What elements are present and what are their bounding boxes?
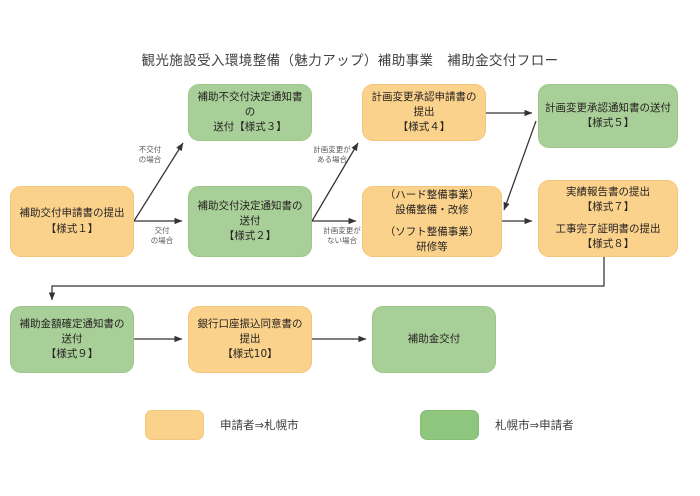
node-label: 補助金交付 bbox=[407, 332, 461, 345]
node-subsidy-payment[interactable]: 補助金交付 bbox=[372, 306, 496, 373]
node-grant-amount-confirmation-notice-9[interactable]: 補助金額確定通知書の送付【様式９】 bbox=[10, 306, 134, 373]
node-label: 計画変更承認申請書の提出【様式４】 bbox=[371, 90, 477, 134]
node-label: 実績報告書の提出【様式７】工事完了証明書の提出【様式８】 bbox=[555, 185, 661, 251]
edge-label-plan-change-no: 計画変更が ない場合 bbox=[323, 226, 361, 246]
edge-n78-to-n9 bbox=[48, 257, 605, 301]
node-label: 補助交付決定通知書の送付【様式２】 bbox=[197, 199, 303, 243]
node-plan-change-approval-request-4[interactable]: 計画変更承認申請書の提出【様式４】 bbox=[362, 84, 486, 141]
node-non-grant-decision-notice-3[interactable]: 補助不交付決定通知書の送付【様式３】 bbox=[188, 84, 312, 141]
edge-n5-to-work bbox=[503, 120, 537, 211]
edge-label-plan-change-yes: 計画変更が ある場合 bbox=[313, 145, 351, 165]
node-performance-report-7-8[interactable]: 実績報告書の提出【様式７】工事完了証明書の提出【様式８】 bbox=[538, 180, 678, 257]
legend-label-applicant-to-city: 申請者⇒札幌市 bbox=[220, 418, 299, 432]
node-label: 銀行口座振込同意書の提出【様式10】 bbox=[197, 317, 303, 361]
edge-label-not-granted: 不交付 の場合 bbox=[138, 145, 162, 165]
node-project-implementation[interactable]: （ハード整備事業）設備整備・改修（ソフト整備事業）研修等 bbox=[362, 186, 502, 257]
legend-applicant-to-city: 申請者⇒札幌市 bbox=[145, 410, 299, 440]
page-title: 観光施設受入環境整備（魅力アップ）補助事業 補助金交付フロー bbox=[141, 53, 559, 69]
legend-city-to-applicant: 札幌市⇒申請者 bbox=[420, 410, 574, 440]
node-grant-decision-notice-2[interactable]: 補助交付決定通知書の送付【様式２】 bbox=[188, 186, 312, 257]
node-label: （ハード整備事業）設備整備・改修（ソフト整備事業）研修等 bbox=[384, 188, 480, 254]
node-bank-transfer-consent-10[interactable]: 銀行口座振込同意書の提出【様式10】 bbox=[188, 306, 312, 373]
legend-label-city-to-applicant: 札幌市⇒申請者 bbox=[495, 418, 574, 432]
legend-swatch-green bbox=[420, 410, 479, 440]
node-label: 計画変更承認通知書の送付【様式５】 bbox=[545, 101, 671, 129]
node-label: 補助不交付決定通知書の送付【様式３】 bbox=[197, 90, 303, 134]
node-label: 補助交付申請書の提出【様式１】 bbox=[19, 207, 125, 235]
node-application-form-1[interactable]: 補助交付申請書の提出【様式１】 bbox=[10, 186, 134, 257]
edge-label-granted: 交付 の場合 bbox=[150, 226, 174, 246]
node-label: 補助金額確定通知書の送付【様式９】 bbox=[19, 317, 125, 361]
legend-swatch-orange bbox=[145, 410, 204, 440]
node-plan-change-approval-notice-5[interactable]: 計画変更承認通知書の送付【様式５】 bbox=[538, 84, 678, 148]
